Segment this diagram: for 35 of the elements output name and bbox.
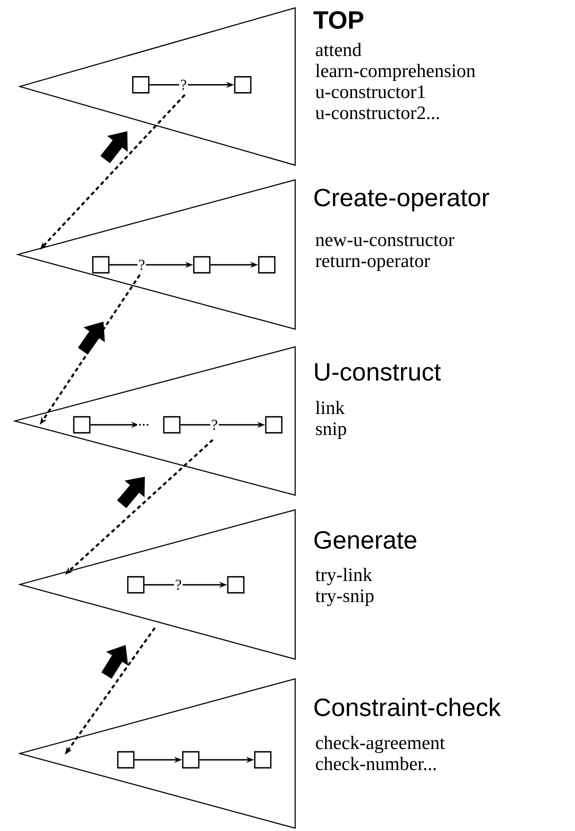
operator-name: attend <box>316 42 362 56</box>
operator-name: try-snip <box>315 589 374 606</box>
operator-name: u-constructor1 <box>315 85 425 98</box>
heading: Constraint-check <box>314 698 501 716</box>
edge-label: ? <box>174 578 183 591</box>
heading: Create-operator <box>314 188 490 212</box>
edge-label: ? <box>137 258 146 271</box>
operator-name: learn-comprehension <box>316 64 476 82</box>
heading: TOP <box>313 11 364 29</box>
square <box>258 256 276 274</box>
operator-name: snip <box>316 422 346 440</box>
heading: U-construct <box>315 363 441 381</box>
square <box>127 576 144 594</box>
operator-name: check-agreement <box>316 736 445 754</box>
square <box>182 751 200 768</box>
operator-name: try-link <box>315 568 372 586</box>
square <box>227 576 244 594</box>
heading: Generate <box>314 531 416 549</box>
edge-label: ? <box>210 418 219 431</box>
square <box>73 416 90 434</box>
operator-name: new-u-constructor <box>316 235 454 246</box>
operator-name: u-constructor2... <box>315 106 439 120</box>
square <box>193 256 210 274</box>
edge-label: ? <box>179 78 188 91</box>
square <box>265 416 282 434</box>
square <box>92 256 110 274</box>
square <box>117 751 134 768</box>
operator-name: check-number... <box>316 756 436 770</box>
square <box>163 416 180 434</box>
square <box>254 751 272 768</box>
square <box>234 76 252 94</box>
operator-name: return-operator <box>316 256 430 272</box>
operator-name: link <box>316 400 345 414</box>
edge-label: ... <box>137 422 150 427</box>
square <box>132 76 150 94</box>
